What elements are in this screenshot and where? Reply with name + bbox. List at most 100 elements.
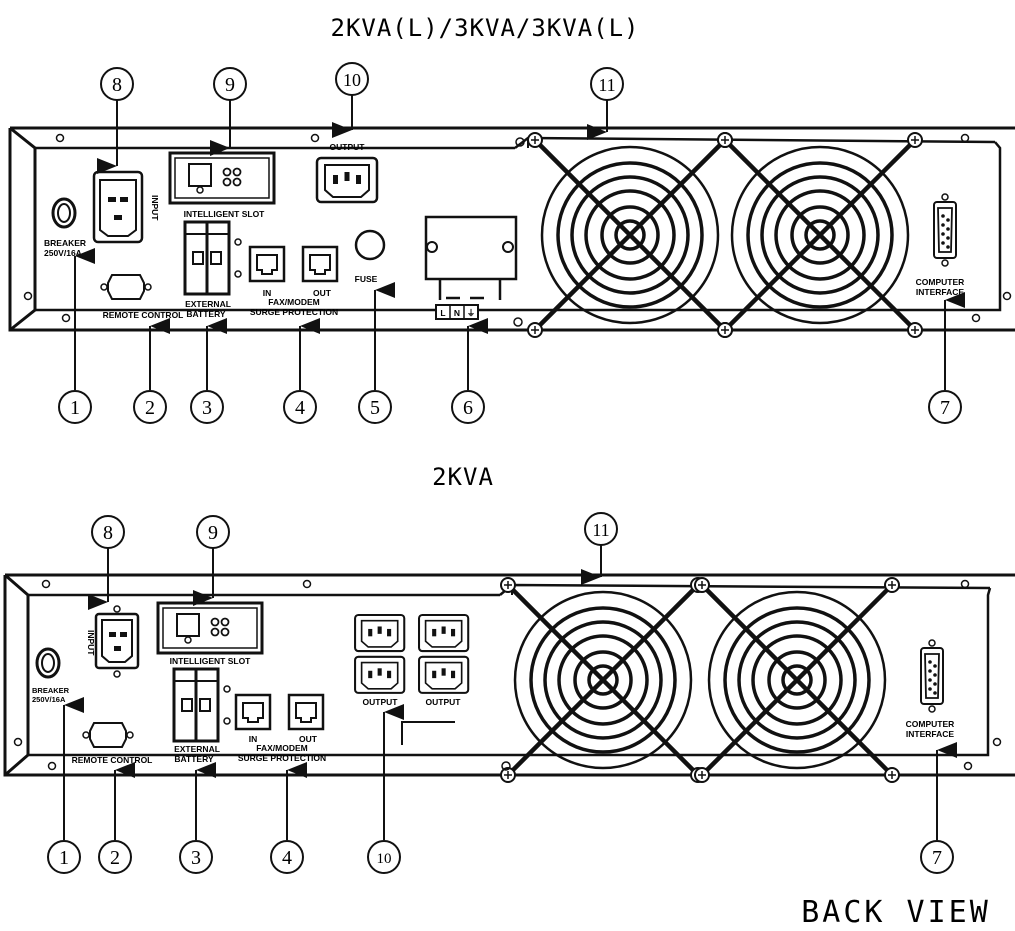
callout-9: 9 [213, 67, 247, 101]
output-label-left: OUTPUT [363, 697, 399, 707]
top-panel: BREAKER 250V/16A INPUT REMOTE CONTROL IN… [8, 62, 1015, 424]
svg-text:7: 7 [932, 847, 942, 869]
input-socket-2 [94, 605, 140, 678]
callout-1-bottom: 1 [47, 840, 81, 874]
svg-text:8: 8 [112, 74, 122, 96]
interface-label: INTERFACE [916, 287, 965, 297]
external-label-2: EXTERNAL [174, 744, 220, 754]
callout-10-bottom: 10 [367, 840, 401, 874]
fax-out-label-2: OUT [299, 734, 318, 744]
fan-grille-left [528, 133, 732, 337]
surge-protection-label: SURGE PROTECTION [250, 307, 338, 317]
callout-2-bottom: 2 [98, 840, 132, 874]
callout-3: 3 [190, 390, 224, 424]
interface-label-2: INTERFACE [906, 729, 955, 739]
breaker-switch-2 [35, 647, 61, 679]
svg-text:3: 3 [202, 397, 212, 419]
svg-text:5: 5 [370, 397, 380, 419]
remote-control-port [100, 274, 152, 300]
bottom-panel: BREAKER 250V/16A INPUT REMOTE CONTROL IN… [3, 512, 1015, 874]
output-socket [315, 156, 379, 204]
intelligent-slot [168, 151, 276, 205]
output-label-right: OUTPUT [426, 697, 462, 707]
svg-text:6: 6 [463, 397, 473, 419]
callout-7: 7 [928, 390, 962, 424]
top-title: 2KVA(L)/3KVA/3KVA(L) [331, 14, 640, 42]
terminal-ground: ⏚ [467, 308, 476, 318]
fax-in-jack [248, 245, 286, 283]
remote-control-port-2 [82, 722, 134, 748]
svg-text:1: 1 [59, 847, 69, 869]
fax-in-jack-2 [234, 693, 272, 731]
fuse-label: FUSE [355, 274, 378, 284]
computer-interface-port-2 [920, 639, 944, 713]
fan-grille-left-2 [501, 578, 705, 782]
computer-label: COMPUTER [916, 277, 965, 287]
fan-grille-right [718, 133, 922, 337]
callout-10: 10 [335, 62, 369, 96]
fax-modem-label-2: FAX/MODEM [256, 743, 307, 753]
output-label: OUTPUT [330, 142, 366, 152]
svg-text:9: 9 [225, 74, 235, 96]
callout-8-bottom: 8 [91, 515, 125, 549]
breaker-label-2: BREAKER [32, 686, 70, 695]
svg-text:4: 4 [282, 847, 292, 869]
external-battery-connector [183, 220, 243, 296]
terminal-n: N [454, 308, 460, 318]
battery-label-2: BATTERY [174, 754, 214, 764]
callout-11: 11 [590, 67, 624, 101]
battery-label: BATTERY [186, 309, 226, 319]
callout-2: 2 [133, 390, 167, 424]
input-label-2: INPUT [86, 630, 96, 656]
callout-1: 1 [58, 390, 92, 424]
callout-3-bottom: 3 [179, 840, 213, 874]
computer-interface-port [933, 193, 957, 267]
fax-out-jack [301, 245, 339, 283]
intelligent-slot-2 [156, 601, 264, 655]
svg-text:2: 2 [145, 397, 155, 419]
breaker-rating-2: 250V/16A [32, 695, 66, 704]
bottom-title: 2KVA [432, 463, 494, 491]
callout-7-bottom: 7 [920, 840, 954, 874]
svg-text:9: 9 [208, 522, 218, 544]
fax-in-label-2: IN [249, 734, 258, 744]
terminal-l: L [440, 308, 445, 318]
callout-5: 5 [358, 390, 392, 424]
breaker-rating: 250V/16A [44, 248, 82, 258]
input-label: INPUT [150, 195, 160, 221]
input-socket [92, 170, 144, 244]
intelligent-slot-label-2: INTELLIGENT SLOT [170, 656, 252, 666]
terminal-block [424, 215, 518, 320]
svg-text:11: 11 [592, 520, 609, 540]
output-sockets [354, 613, 470, 694]
svg-text:8: 8 [103, 522, 113, 544]
callout-4-bottom: 4 [270, 840, 304, 874]
remote-control-label-2: REMOTE CONTROL [72, 755, 153, 765]
svg-text:11: 11 [598, 75, 615, 95]
callout-9-bottom: 9 [196, 515, 230, 549]
breaker-label: BREAKER [44, 238, 86, 248]
fan-grille-right-2 [695, 578, 899, 782]
fuse-holder [354, 229, 386, 261]
svg-text:4: 4 [295, 397, 305, 419]
external-label: EXTERNAL [185, 299, 231, 309]
view-title: BACK VIEW [801, 895, 991, 930]
svg-text:10: 10 [343, 70, 361, 90]
breaker-switch [51, 197, 77, 229]
intelligent-slot-label: INTELLIGENT SLOT [184, 209, 266, 219]
fax-in-label: IN [263, 288, 272, 298]
svg-text:2: 2 [110, 847, 120, 869]
surge-protection-label-2: SURGE PROTECTION [238, 753, 326, 763]
svg-text:7: 7 [940, 397, 950, 419]
fax-out-label: OUT [313, 288, 332, 298]
callout-8: 8 [100, 67, 134, 101]
svg-text:10: 10 [377, 851, 392, 867]
svg-text:3: 3 [191, 847, 201, 869]
svg-text:1: 1 [70, 397, 80, 419]
callout-6: 6 [451, 390, 485, 424]
callout-11-bottom: 11 [584, 512, 618, 546]
remote-control-label: REMOTE CONTROL [103, 310, 184, 320]
fax-modem-label: FAX/MODEM [268, 297, 319, 307]
callout-4: 4 [283, 390, 317, 424]
